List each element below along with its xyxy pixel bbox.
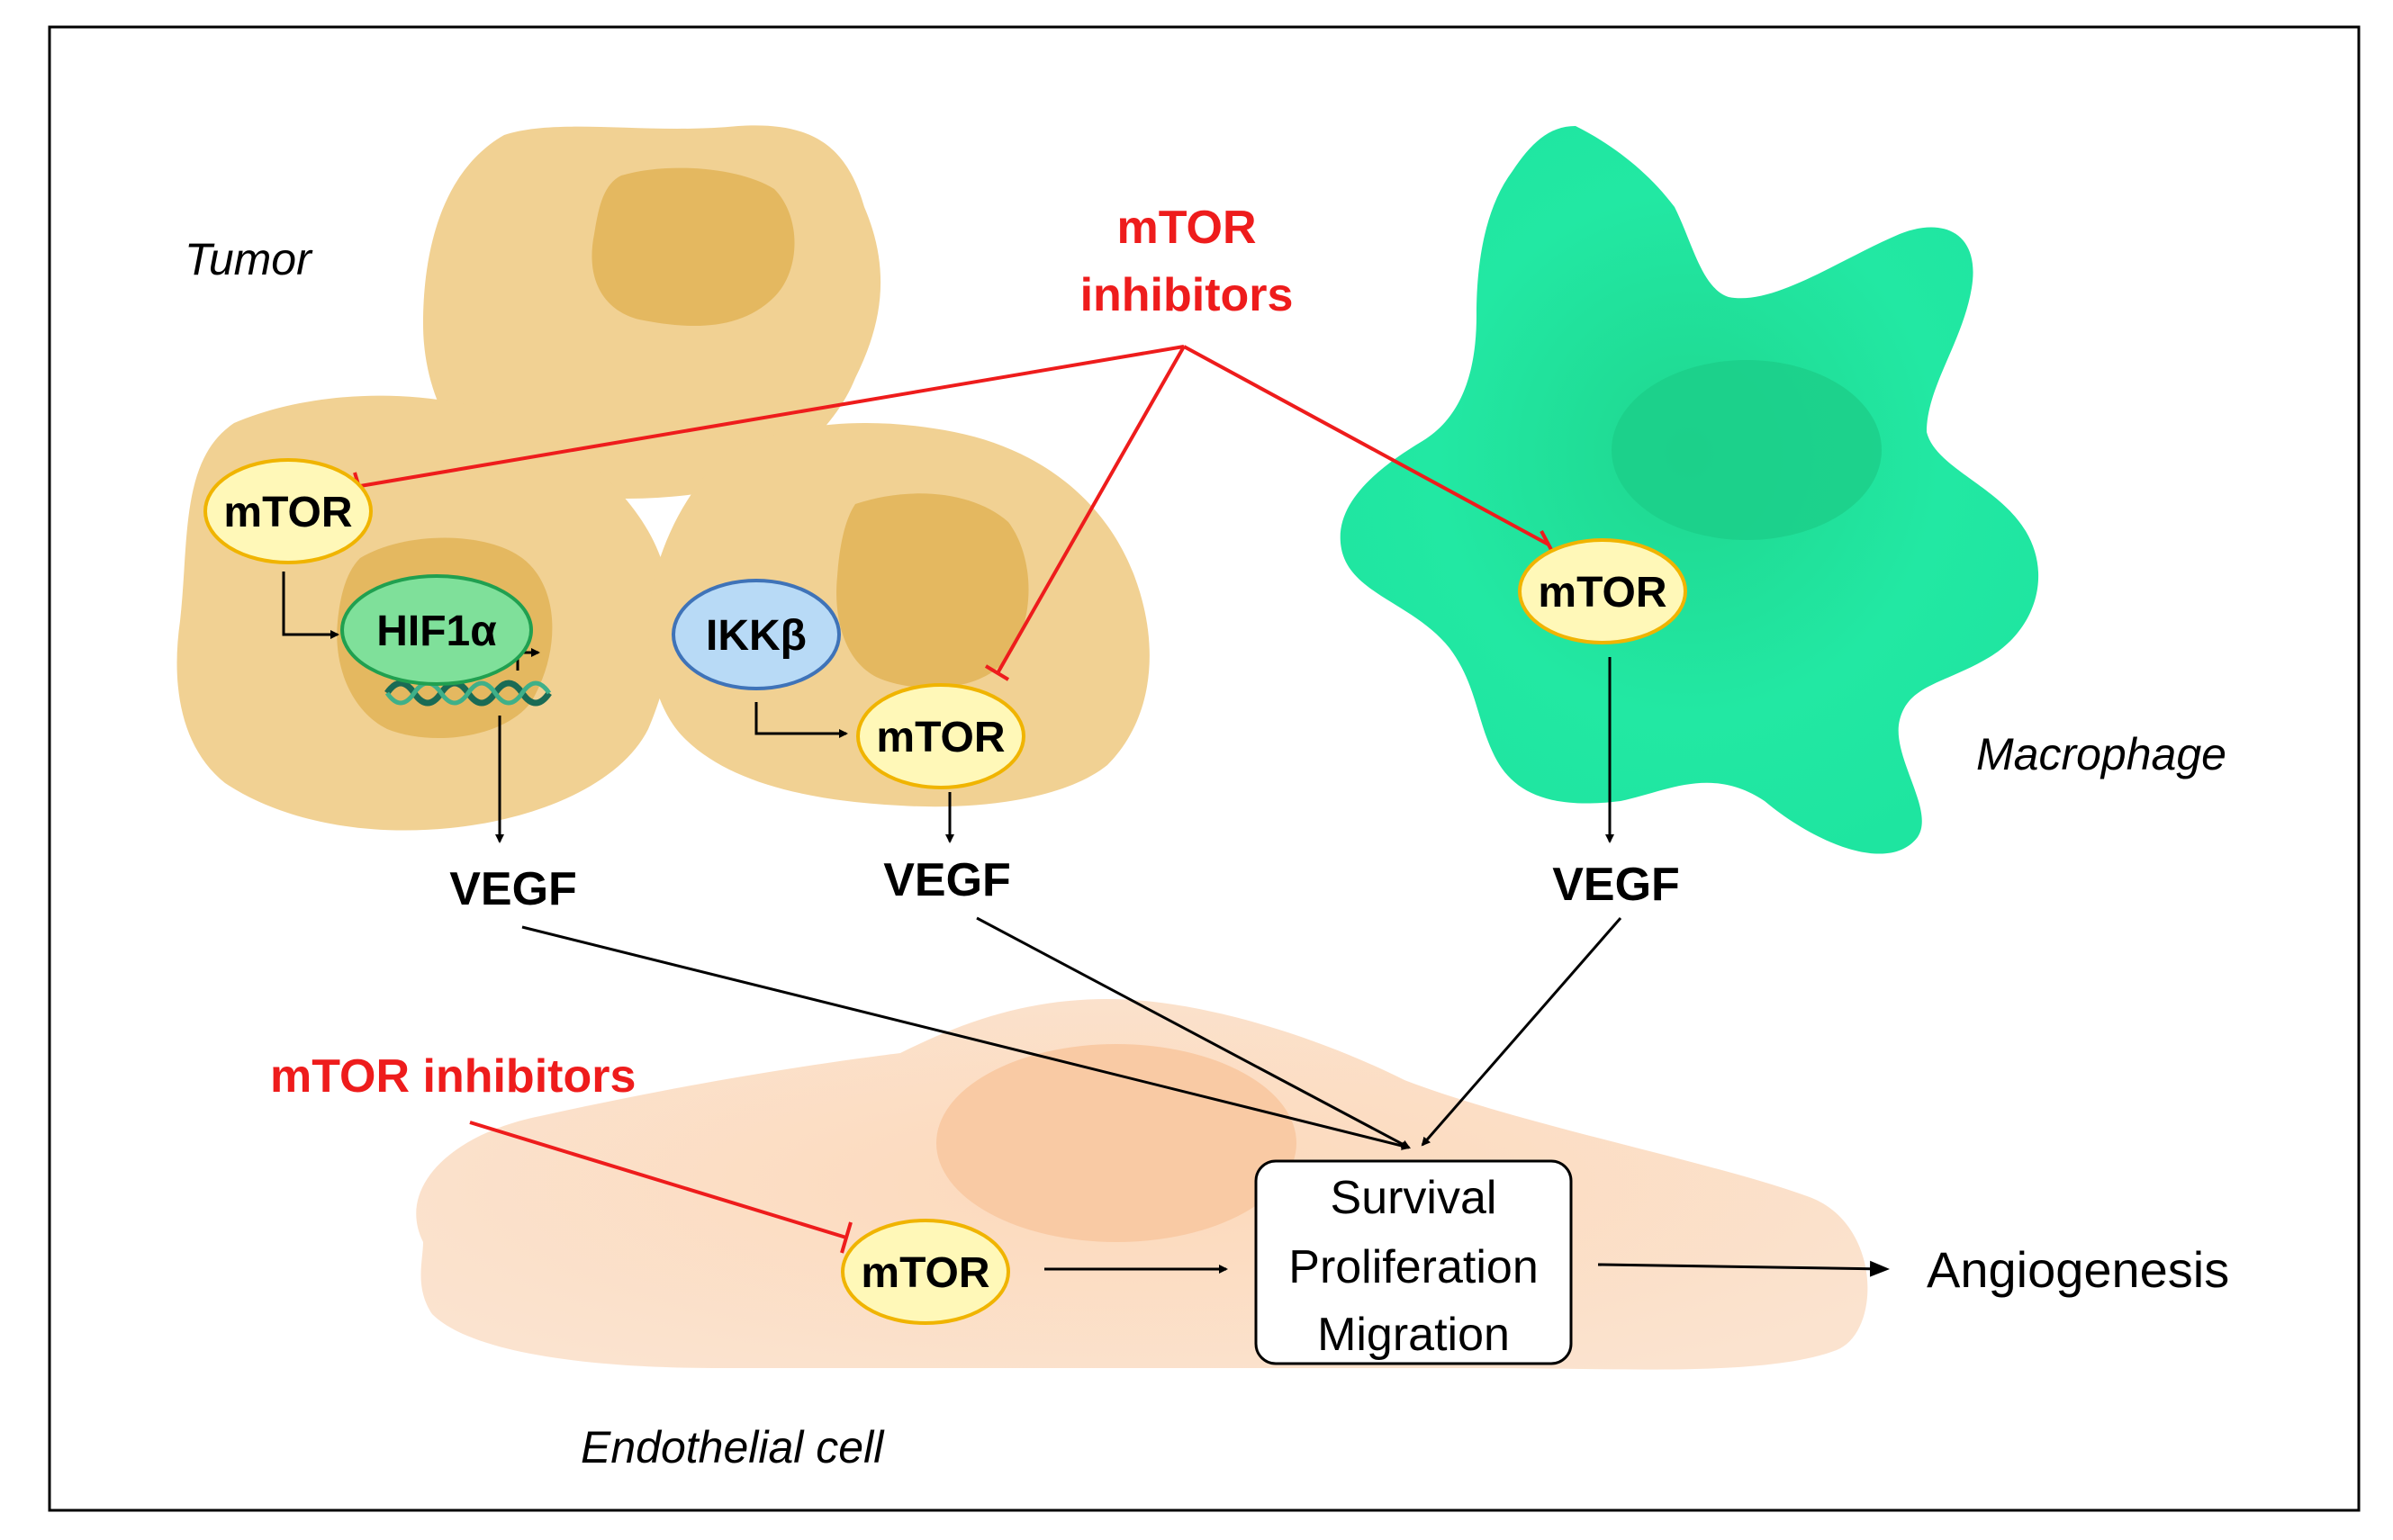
vegf-label-left: VEGF [449,863,577,915]
mtor-inhibitors-top-line1: mTOR [1116,202,1256,254]
inhibitor-line-bottom [469,1121,853,1254]
ikkb-label: IKKβ [706,612,807,660]
outcome-survival: Survival [1331,1172,1497,1224]
hif1a-label: HIF1α [376,608,497,655]
inhibitor-lines-top [353,345,1558,681]
macrophage-cell [1340,126,2039,854]
tumor-cell-middle [648,423,1150,807]
macrophage-nucleus [1612,360,1882,540]
mtor-oval-endothelial [841,1219,1010,1325]
hif1a-oval [340,574,533,686]
outcome-migration: Migration [1317,1309,1510,1361]
angiogenesis-label: Angiogenesis [1927,1241,2229,1298]
endothelial-nucleus [936,1044,1296,1242]
dna-helix-icon [384,680,552,707]
mtor-label-tumor-left: mTOR [223,489,352,536]
mtor-inhibitors-bottom-label: mTOR inhibitors [270,1050,636,1103]
endothelial-cell-label: Endothelial cell [581,1422,885,1472]
mtor-label-tumor-middle: mTOR [876,714,1005,761]
tumor-label: Tumor [185,234,313,284]
macrophage-label: Macrophage [1976,729,2226,779]
mtor-label-endothelial: mTOR [861,1249,989,1297]
mtor-oval-tumor-left [203,458,373,564]
outcomes-box [1254,1159,1573,1365]
outcome-proliferation: Proliferation [1288,1241,1538,1293]
mtor-label-macrophage: mTOR [1538,569,1666,617]
ikkb-oval [672,579,841,690]
vegf-label-right: VEGF [1552,859,1680,911]
mtor-oval-macrophage [1518,538,1687,644]
mtor-inhibitors-top-line2: inhibitors [1080,269,1294,321]
signal-arrows [282,572,1890,1277]
mtor-oval-tumor-middle [856,683,1025,789]
tumor-cell-top [423,125,881,499]
vegf-label-middle: VEGF [883,854,1011,906]
